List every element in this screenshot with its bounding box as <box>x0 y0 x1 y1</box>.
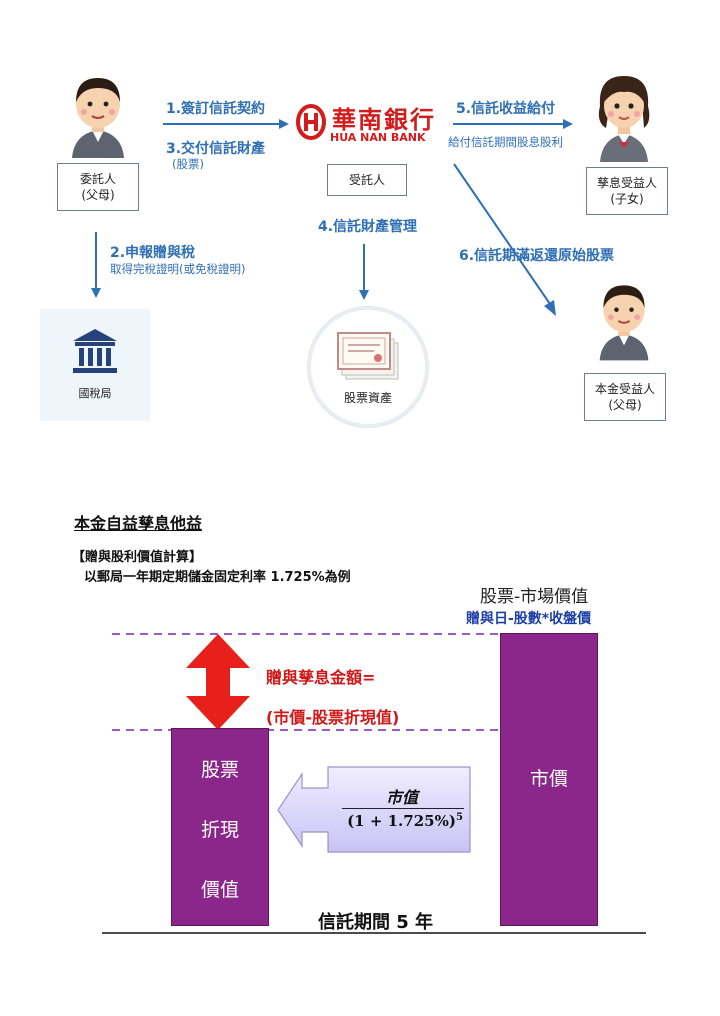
interest-beneficiary-avatar-icon <box>592 72 656 162</box>
principal-beneficiary-sub: (父母) <box>608 398 642 412</box>
tax-bureau-label: 國稅局 <box>78 387 112 400</box>
arrow-right-icon <box>453 119 573 129</box>
formula-fraction-line <box>342 808 464 809</box>
calc-title: 【贈與股利價值計算】 <box>72 550 203 565</box>
tax-bureau-panel: 國稅局 <box>40 309 150 421</box>
trustee-box: 受託人 <box>327 164 407 196</box>
formula-denominator-base: (1 + 1.725%) <box>347 812 456 830</box>
interest-beneficiary-box: 孳息受益人 (子女) <box>586 167 668 215</box>
step3-sub: (股票) <box>172 157 204 171</box>
market-value-sub: 贈與日-股數*收盤價 <box>466 611 592 627</box>
arrow-down-icon <box>359 244 369 300</box>
bank-name-english: HUA NAN BANK <box>330 131 426 144</box>
step2-label: 2.申報贈與稅 <box>110 245 196 261</box>
step5-sub: 給付信託期間股息股利 <box>448 135 563 149</box>
market-price-bar: 市價 <box>500 633 598 926</box>
step1-label: 1.簽訂信託契約 <box>166 101 266 117</box>
step6-label: 6.信託期滿返還原始股票 <box>459 248 615 264</box>
step3-label: 3.交付信託財產 <box>166 141 266 157</box>
left-bar-text-2: 折現 <box>200 819 239 841</box>
arrow-right-icon <box>163 119 289 129</box>
trustor-sub: (父母) <box>81 188 115 202</box>
left-bar-text-1: 股票 <box>200 759 239 781</box>
principal-beneficiary-box: 本金受益人 (父母) <box>584 373 666 421</box>
trustor-label: 委託人 <box>79 172 116 186</box>
formula-numerator: 市值 <box>385 788 418 807</box>
interest-beneficiary-sub: (子女) <box>610 192 644 206</box>
interest-beneficiary-label: 孳息受益人 <box>596 176 657 190</box>
principal-beneficiary-avatar-icon <box>594 278 654 362</box>
stock-assets-circle: 股票資產 <box>307 306 429 428</box>
market-value-title: 股票-市場價值 <box>480 587 589 607</box>
gift-amount-line2: (市價-股票折現值) <box>266 708 400 727</box>
trustor-box: 委託人 (父母) <box>57 163 139 211</box>
principal-beneficiary-label: 本金受益人 <box>594 382 655 396</box>
formula-denominator: (1 + 1.725%)5 <box>340 812 470 830</box>
section-title: 本金自益孳息他益 <box>74 514 203 533</box>
stock-certificate-icon <box>337 332 399 380</box>
gift-amount-line1: 贈與孳息金額= <box>266 668 376 687</box>
step2-sub: 取得完稅證明(或免稅證明) <box>110 262 246 276</box>
trust-period-label: 信託期間 5 年 <box>318 912 434 933</box>
trustor-avatar-icon <box>66 72 130 158</box>
right-bar-text: 市價 <box>529 768 568 790</box>
bank-emblem-icon <box>296 104 326 140</box>
double-arrow-icon <box>186 634 250 730</box>
arrow-diagonal-icon <box>453 163 556 316</box>
formula-exponent: 5 <box>455 812 463 823</box>
calc-description: 以郵局一年期定期儲金固定利率 1.725%為例 <box>84 570 351 585</box>
government-building-icon <box>73 329 117 373</box>
bank-name-chinese: 華南銀行 <box>332 106 436 134</box>
formula-callout-arrow-icon <box>277 766 471 853</box>
stock-assets-label: 股票資產 <box>343 391 392 405</box>
step5-label: 5.信託收益給付 <box>456 101 556 117</box>
trustee-label: 受託人 <box>348 173 385 187</box>
arrow-down-icon <box>91 232 101 298</box>
discounted-value-bar: 股票 折現 價值 <box>171 728 269 926</box>
bank-logo: 華南銀行 HUA NAN BANK <box>296 100 434 150</box>
left-bar-text-3: 價值 <box>200 879 239 901</box>
step4-label: 4.信託財產管理 <box>318 219 418 235</box>
